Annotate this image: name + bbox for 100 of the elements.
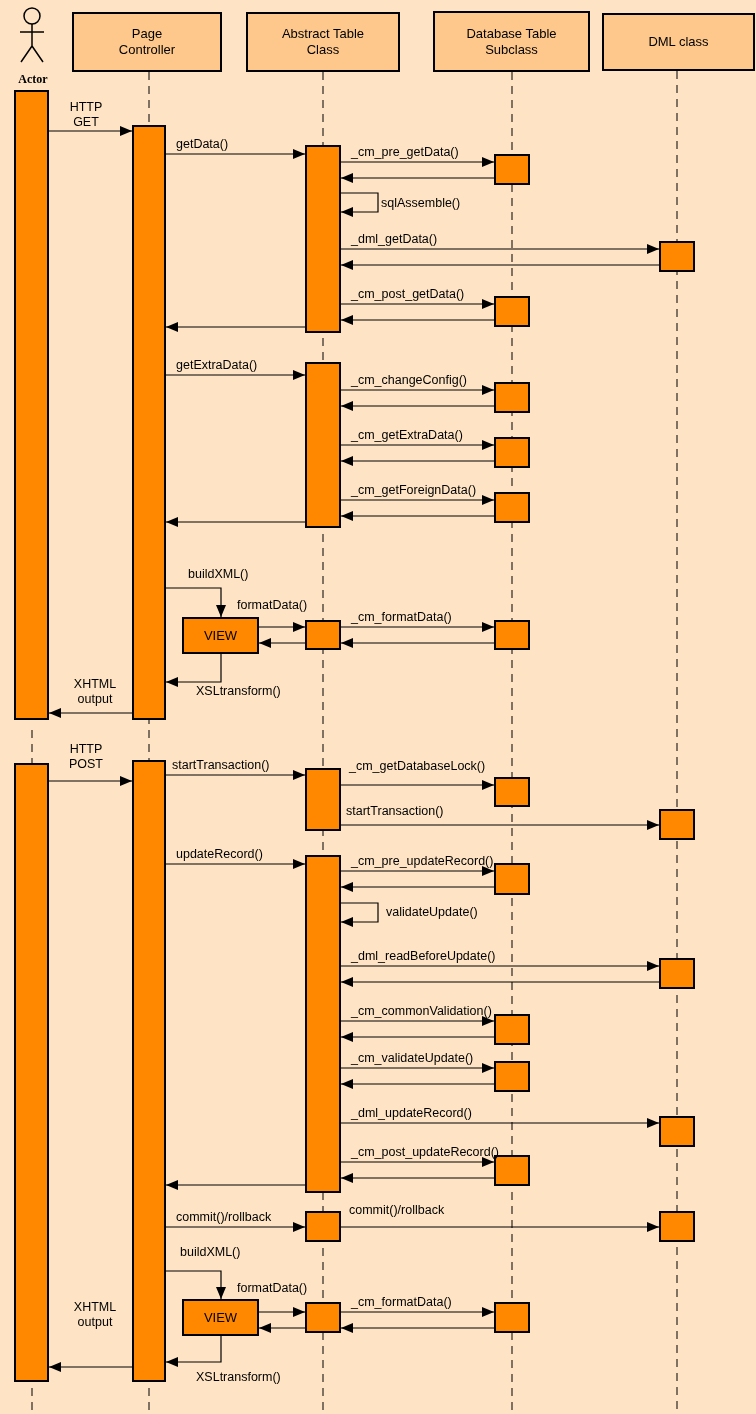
message-arrow — [165, 149, 306, 159]
message-arrow — [165, 370, 306, 380]
message-label: _cm_post_getData() — [351, 287, 465, 302]
activation-bar — [14, 763, 49, 1382]
message-label: _dml_getData() — [351, 232, 438, 247]
message-arrow — [165, 1335, 222, 1367]
message-arrow — [258, 622, 306, 632]
return-arrow — [165, 517, 306, 527]
return-arrow — [340, 882, 495, 892]
message-label: _cm_post_updateRecord() — [351, 1145, 499, 1160]
lifeline-header: Page Controller — [72, 12, 222, 72]
message-label: updateRecord() — [176, 847, 263, 862]
message-arrow — [340, 780, 495, 790]
activation-bar — [659, 241, 695, 272]
message-label: _cm_pre_getData() — [351, 145, 459, 160]
activation-bar — [494, 492, 530, 523]
activation-bar — [659, 1211, 695, 1242]
message-arrow — [340, 299, 495, 309]
message-label: startTransaction() — [346, 804, 444, 819]
message-label: _dml_readBeforeUpdate() — [351, 949, 496, 964]
return-arrow — [340, 1323, 495, 1333]
activation-bar — [494, 620, 530, 650]
return-arrow — [340, 1079, 495, 1089]
return-arrow — [165, 322, 306, 332]
message-arrow — [340, 1118, 660, 1128]
message-arrow — [340, 1307, 495, 1317]
activation-bar — [494, 1302, 530, 1333]
message-arrow — [340, 385, 495, 395]
message-label: XHTML output — [72, 1300, 118, 1330]
message-arrow — [165, 859, 306, 869]
message-label: XSLtransform() — [196, 684, 281, 699]
message-label: _cm_commonValidation() — [351, 1004, 492, 1019]
self-call-arrow — [340, 192, 379, 217]
message-arrow — [48, 126, 133, 136]
message-arrow — [165, 653, 222, 687]
activation-bar — [132, 125, 166, 720]
return-arrow — [340, 1032, 495, 1042]
message-label: getExtraData() — [176, 358, 258, 373]
message-arrow — [340, 157, 495, 167]
message-arrow — [48, 776, 133, 786]
message-arrow — [340, 1063, 495, 1073]
return-arrow — [340, 260, 660, 270]
message-label: HTTP GET — [68, 100, 104, 130]
message-label: _cm_getDatabaseLock() — [349, 759, 486, 774]
message-label: _cm_formatData() — [351, 1295, 452, 1310]
activation-bar — [494, 863, 530, 895]
message-label: buildXML() — [188, 567, 249, 582]
activation-bar — [494, 1061, 530, 1092]
return-arrow — [340, 977, 660, 987]
activation-bar — [14, 90, 49, 720]
view-box: VIEW — [182, 1299, 259, 1336]
return-arrow — [340, 511, 495, 521]
message-label: validateUpdate() — [386, 905, 478, 920]
activation-bar — [494, 437, 530, 468]
return-arrow — [340, 315, 495, 325]
lifeline-header: Database Table Subclass — [433, 11, 590, 72]
message-label: _cm_pre_updateRecord() — [351, 854, 494, 869]
return-arrow — [165, 1180, 306, 1190]
activation-bar — [659, 958, 695, 989]
activation-bar — [494, 296, 530, 327]
message-arrow — [165, 770, 306, 780]
message-label: getData() — [176, 137, 229, 152]
message-label: sqlAssemble() — [381, 196, 461, 211]
actor-label: Actor — [17, 72, 49, 87]
message-arrow — [340, 622, 495, 632]
activation-bar — [305, 145, 341, 333]
message-label: startTransaction() — [172, 758, 270, 773]
message-arrow — [340, 244, 660, 254]
message-arrow — [48, 1362, 133, 1372]
activation-bar — [132, 760, 166, 1382]
message-label: _cm_changeConfig() — [351, 373, 468, 388]
message-arrow — [165, 587, 226, 618]
activation-bar — [305, 855, 341, 1193]
return-arrow — [340, 401, 495, 411]
message-label: HTTP POST — [67, 742, 104, 772]
message-arrow — [48, 708, 133, 718]
activation-bar — [305, 362, 341, 528]
message-label: commit()/rollback — [349, 1203, 445, 1218]
message-arrow — [340, 866, 495, 876]
message-arrow — [340, 1016, 495, 1026]
message-arrow — [340, 495, 495, 505]
message-label: _dml_updateRecord() — [351, 1106, 472, 1121]
message-label: XSLtransform() — [196, 1370, 281, 1385]
message-arrow — [340, 1222, 660, 1232]
activation-bar — [659, 1116, 695, 1147]
activation-bar — [305, 620, 341, 650]
return-arrow — [258, 638, 306, 648]
self-call-arrow — [340, 902, 379, 927]
message-arrow — [258, 1307, 306, 1317]
lifeline-header: Abstract Table Class — [246, 12, 400, 72]
message-arrow — [340, 961, 660, 971]
message-label: formatData() — [237, 598, 308, 613]
message-arrow — [340, 820, 660, 830]
message-label: commit()/rollback — [176, 1210, 272, 1225]
message-arrow — [165, 1270, 226, 1300]
return-arrow — [340, 638, 495, 648]
message-label: buildXML() — [180, 1245, 241, 1260]
activation-bar — [305, 768, 341, 831]
return-arrow — [258, 1323, 306, 1333]
activation-bar — [494, 1014, 530, 1045]
